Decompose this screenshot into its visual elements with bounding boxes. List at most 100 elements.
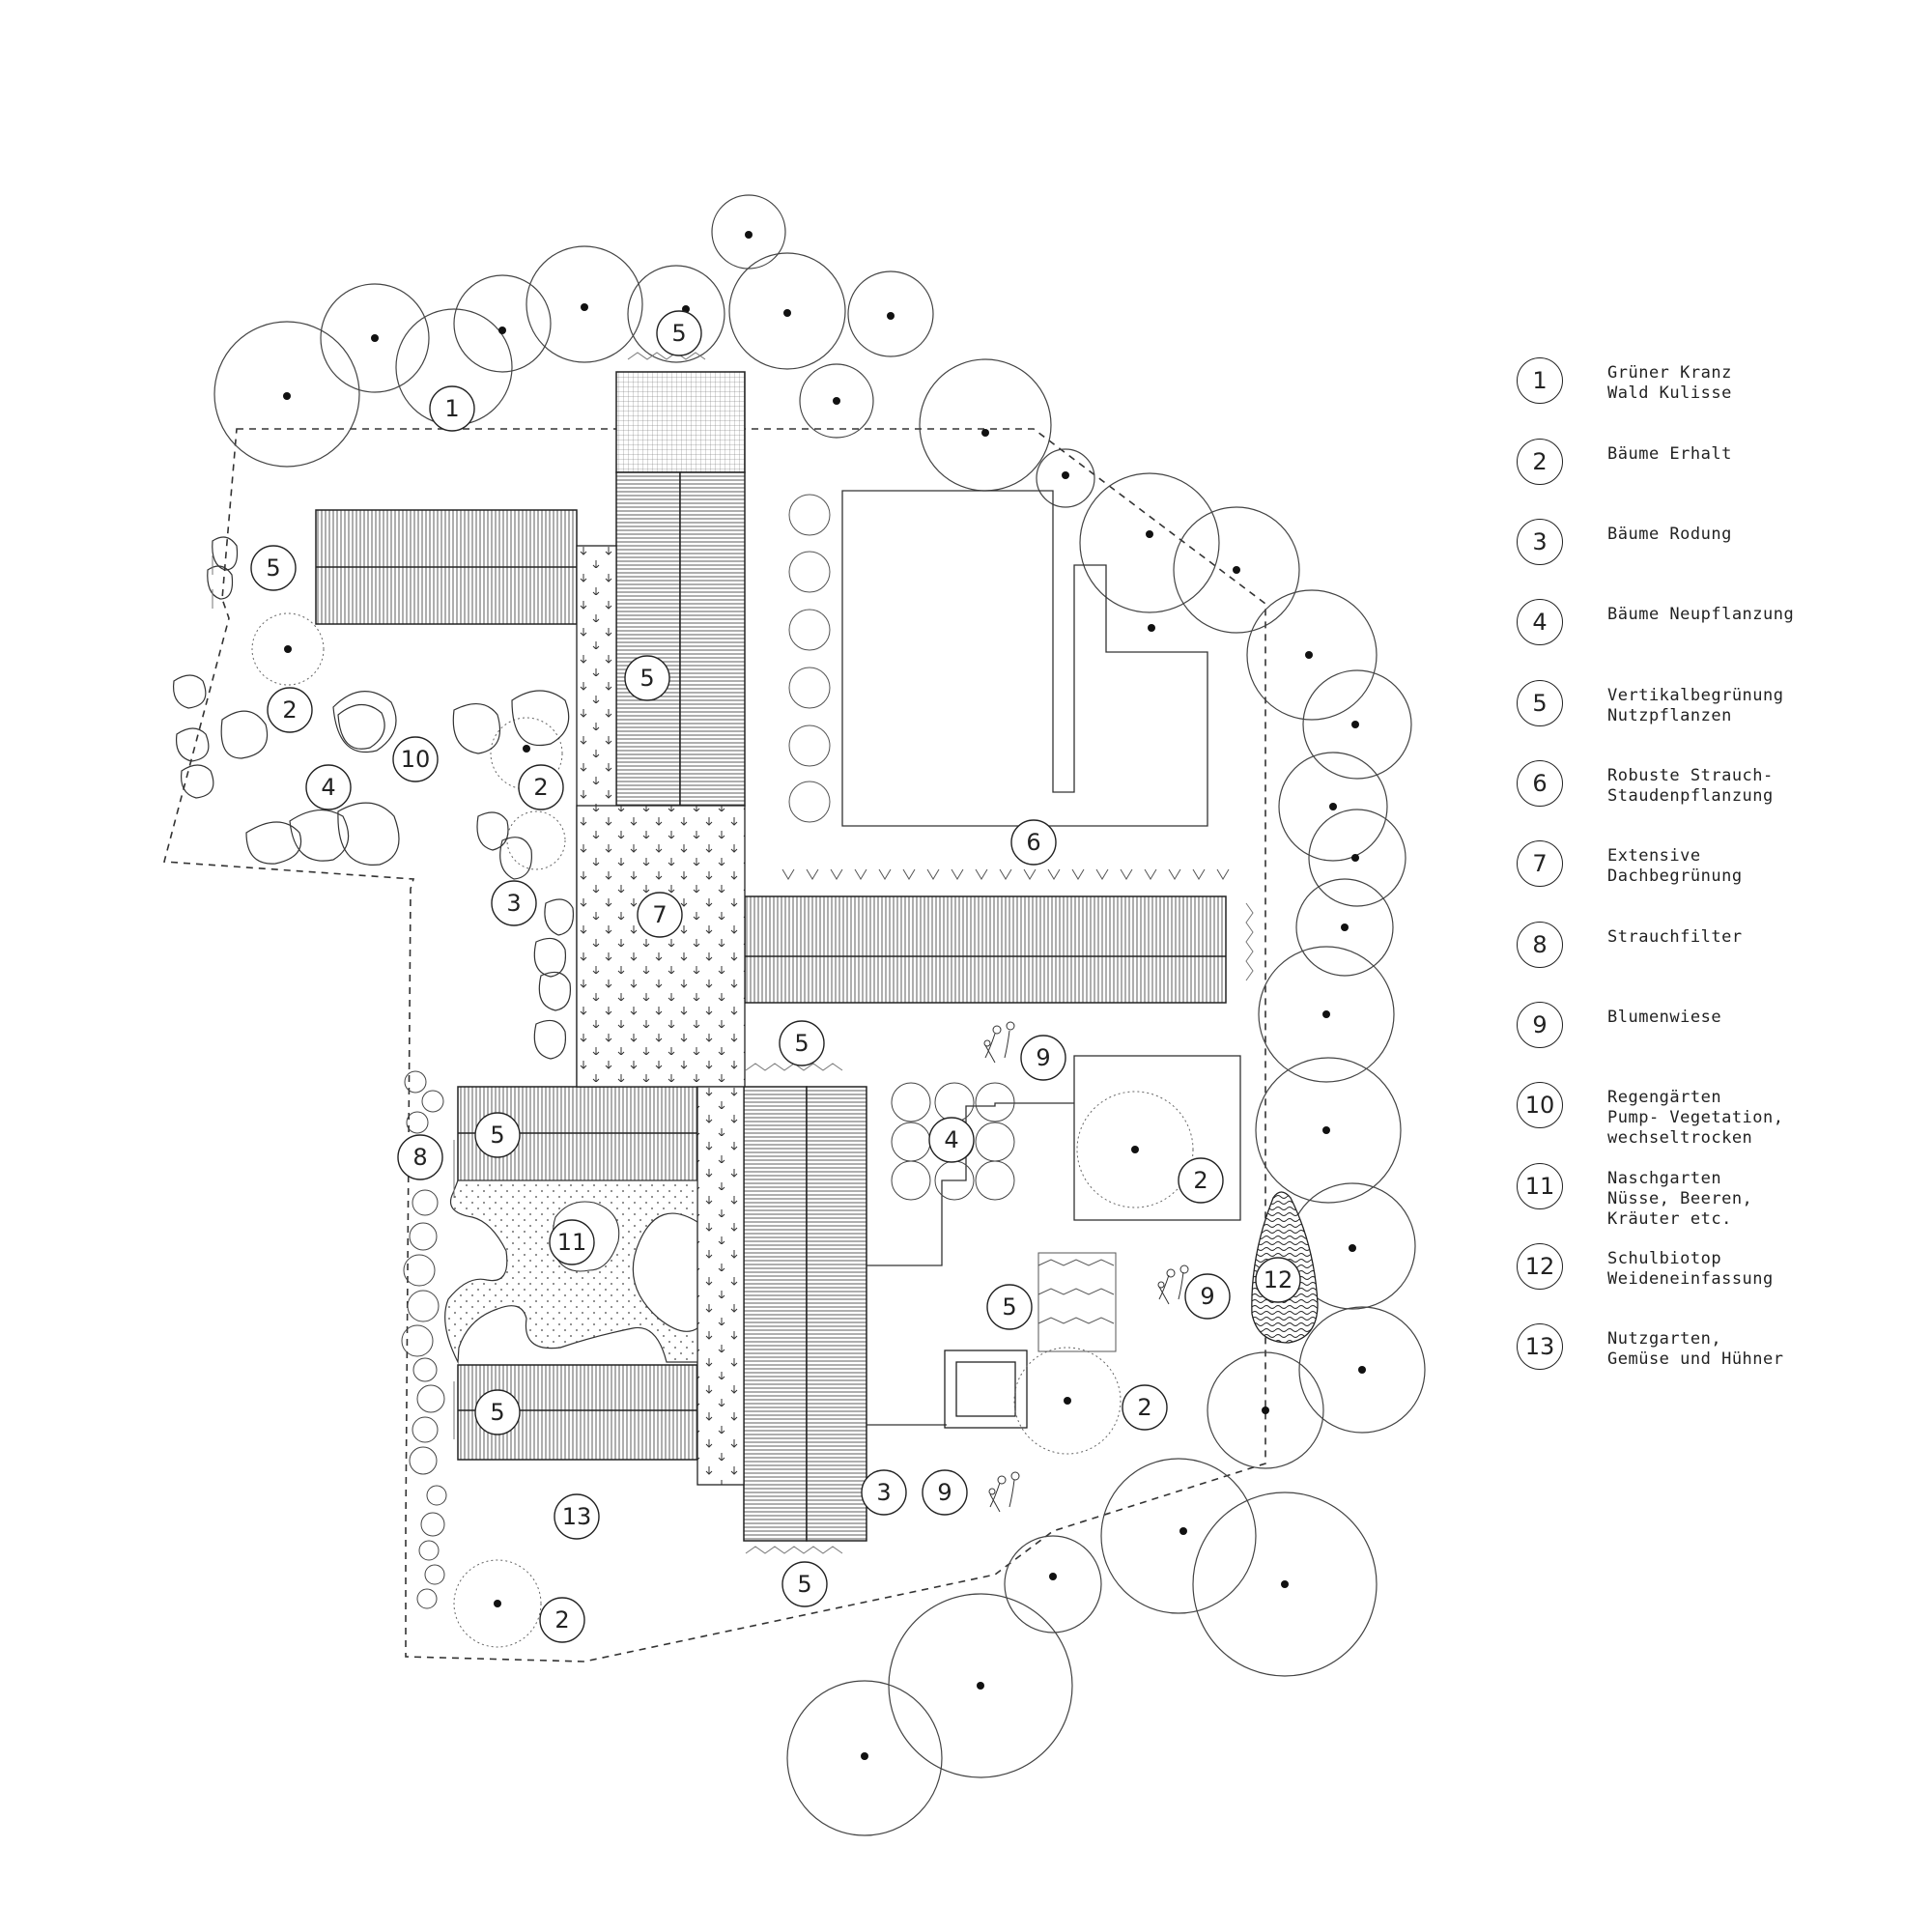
plan-label-12: 12 xyxy=(1255,1257,1301,1303)
plan-label-5: 5 xyxy=(781,1561,828,1607)
legend-number: 6 xyxy=(1517,760,1563,807)
plan-label-5: 5 xyxy=(474,1389,521,1435)
legend-number: 9 xyxy=(1517,1002,1563,1048)
legend-label-line: Grüner Kranz xyxy=(1607,363,1732,383)
plan-label-text: 2 xyxy=(1193,1167,1208,1194)
legend-label-line: Bäume Erhalt xyxy=(1607,444,1732,464)
plan-label-circle xyxy=(861,1469,907,1516)
legend-label: Blumenwiese xyxy=(1607,1008,1721,1028)
legend-number: 11 xyxy=(1517,1163,1563,1209)
plan-label-5: 5 xyxy=(656,310,702,356)
plan-label-circle xyxy=(267,687,313,733)
plan-label-text: 7 xyxy=(652,901,667,928)
legend-label-line: Schulbiotop xyxy=(1607,1249,1722,1268)
plan-label-text: 2 xyxy=(282,696,297,724)
plan-label-text: 5 xyxy=(794,1030,809,1057)
plan-label-text: 10 xyxy=(401,746,431,773)
plan-label-circle xyxy=(397,1134,443,1180)
legend-label-line: Nutzpflanzen xyxy=(1607,706,1732,725)
plan-label-circle xyxy=(429,385,475,432)
new-trees-grid xyxy=(891,1082,1015,1201)
legend-number: 10 xyxy=(1517,1082,1563,1128)
plan-label-text: 2 xyxy=(554,1606,569,1634)
plan-label-2: 2 xyxy=(267,687,313,733)
legend-label-line: Robuste Strauch- xyxy=(1607,766,1774,785)
plan-label-13: 13 xyxy=(554,1493,600,1540)
plan-label-text: 4 xyxy=(321,774,335,801)
legend-label: Bäume Erhalt xyxy=(1607,444,1732,465)
plan-label-2: 2 xyxy=(539,1597,585,1643)
plan-label-1: 1 xyxy=(429,385,475,432)
plan-label-circle xyxy=(392,736,439,782)
legend-label-line: Dachbegrünung xyxy=(1607,867,1743,886)
legend-number: 3 xyxy=(1517,519,1563,565)
plan-label-circle xyxy=(1122,1384,1168,1431)
legend-label-line: Gemüse und Hühner xyxy=(1607,1350,1784,1369)
field-outline xyxy=(841,490,1208,827)
legend-label-line: Pump- Vegetation, xyxy=(1607,1108,1784,1127)
plan-label-5: 5 xyxy=(624,655,670,701)
legend-label-line: Kräuter etc. xyxy=(1607,1209,1732,1229)
plan-label-circle xyxy=(491,880,537,926)
existing-trees xyxy=(251,612,1194,1648)
plan-label-text: 5 xyxy=(1002,1293,1016,1321)
legend-label-line: Regengärten xyxy=(1607,1088,1722,1107)
legend-label-line: Strauchfilter xyxy=(1607,927,1743,947)
plan-label-text: 3 xyxy=(876,1479,891,1506)
legend-number: 12 xyxy=(1517,1243,1563,1290)
plan-label-text: 8 xyxy=(412,1144,427,1171)
trellis xyxy=(1037,1252,1117,1352)
plan-label-text: 13 xyxy=(562,1503,592,1530)
legend-label-line: Extensive xyxy=(1607,846,1701,866)
plan-label-7: 7 xyxy=(637,892,683,938)
plan-label-2: 2 xyxy=(518,764,564,810)
plan-label-circle xyxy=(250,545,297,591)
plan-label-9: 9 xyxy=(1020,1035,1066,1081)
plan-label-circle xyxy=(928,1117,975,1163)
plan-label-text: 4 xyxy=(944,1126,958,1153)
legend-label: Bäume Neupflanzung xyxy=(1607,605,1794,625)
legend-item-9: 9 Blumenwiese xyxy=(1517,1002,1922,1060)
field-shrubs xyxy=(788,494,831,823)
plan-label-text: 12 xyxy=(1264,1266,1293,1293)
plan-label-text: 3 xyxy=(506,890,521,917)
legend-label-line: Weideneinfassung xyxy=(1607,1269,1774,1289)
green-roof xyxy=(576,545,746,1486)
plan-label-text: 1 xyxy=(444,395,459,422)
plan-label-text: 6 xyxy=(1026,829,1040,856)
legend-label-line: Vertikalbegrünung xyxy=(1607,686,1784,705)
paths xyxy=(867,1055,1241,1426)
plan-label-5: 5 xyxy=(250,545,297,591)
tree-trunk-dots xyxy=(283,231,1366,1760)
legend-label-line: wechseltrocken xyxy=(1607,1128,1753,1148)
plan-label-5: 5 xyxy=(779,1020,825,1066)
nasch-garden xyxy=(444,1179,698,1365)
plan-label-text: 5 xyxy=(639,665,654,692)
plan-label-circle xyxy=(554,1493,600,1540)
sandbox xyxy=(944,1350,1028,1429)
plan-label-circle xyxy=(518,764,564,810)
legend-label-line: Staudenpflanzung xyxy=(1607,786,1774,806)
legend-label-line: Nutzgarten, xyxy=(1607,1329,1722,1349)
plan-label-11: 11 xyxy=(549,1219,595,1265)
plan-label-text: 2 xyxy=(1137,1394,1151,1421)
plan-label-text: 5 xyxy=(266,554,280,582)
plan-label-8: 8 xyxy=(397,1134,443,1180)
plan-label-circle xyxy=(1184,1273,1231,1320)
